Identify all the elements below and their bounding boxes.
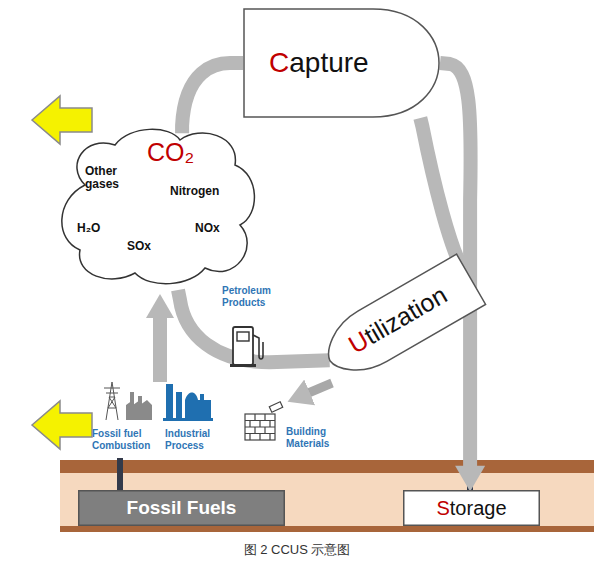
source-label: Industrial Process [165, 428, 225, 452]
figure-caption: 图 2 CCUS 示意图 [0, 541, 594, 559]
gas-formula: CO₂ [147, 139, 217, 167]
bricks-icon [245, 402, 283, 440]
product-arrow [306, 383, 332, 394]
gas-formula: NOx [195, 222, 235, 235]
well-pipe [117, 458, 123, 492]
fossil-fuel-box: Fossil Fuels [78, 490, 285, 526]
flow-arrow [182, 63, 243, 133]
gas-name: Nitrogen [170, 185, 240, 198]
emission-cloud: CO₂ Other gasesNitrogenH₂O SOx NOx [55, 125, 260, 290]
utilization-box: Utilization [314, 253, 487, 387]
ground-bottom-stripe [60, 526, 594, 532]
gas-name: Other gases [85, 165, 131, 191]
emission-arrow [32, 96, 92, 144]
stage-title: Capture [269, 48, 429, 79]
flow-arrow [420, 118, 469, 280]
emission-up-arrow [153, 314, 167, 382]
source-label: Fossil fuel Combustion [92, 428, 158, 452]
reservoir-title: Fossil Fuels [78, 498, 285, 519]
factory-icon [126, 392, 152, 420]
fuel-pump-icon [230, 327, 263, 367]
industrial-plant-icon [163, 384, 213, 421]
ground-band [60, 460, 594, 532]
storage-box: Storage [403, 490, 540, 526]
gas-formula: H₂O [77, 222, 117, 235]
capture-box: Capture [243, 8, 440, 118]
stage-title: Storage [403, 497, 540, 519]
ground-top-stripe [60, 460, 594, 473]
emission-arrow [32, 401, 92, 449]
gas-formula: SOx [127, 240, 167, 253]
power-tower-icon [104, 382, 120, 420]
product-label: Building Materials [286, 426, 358, 450]
product-label: Petroleum Products [222, 285, 294, 309]
